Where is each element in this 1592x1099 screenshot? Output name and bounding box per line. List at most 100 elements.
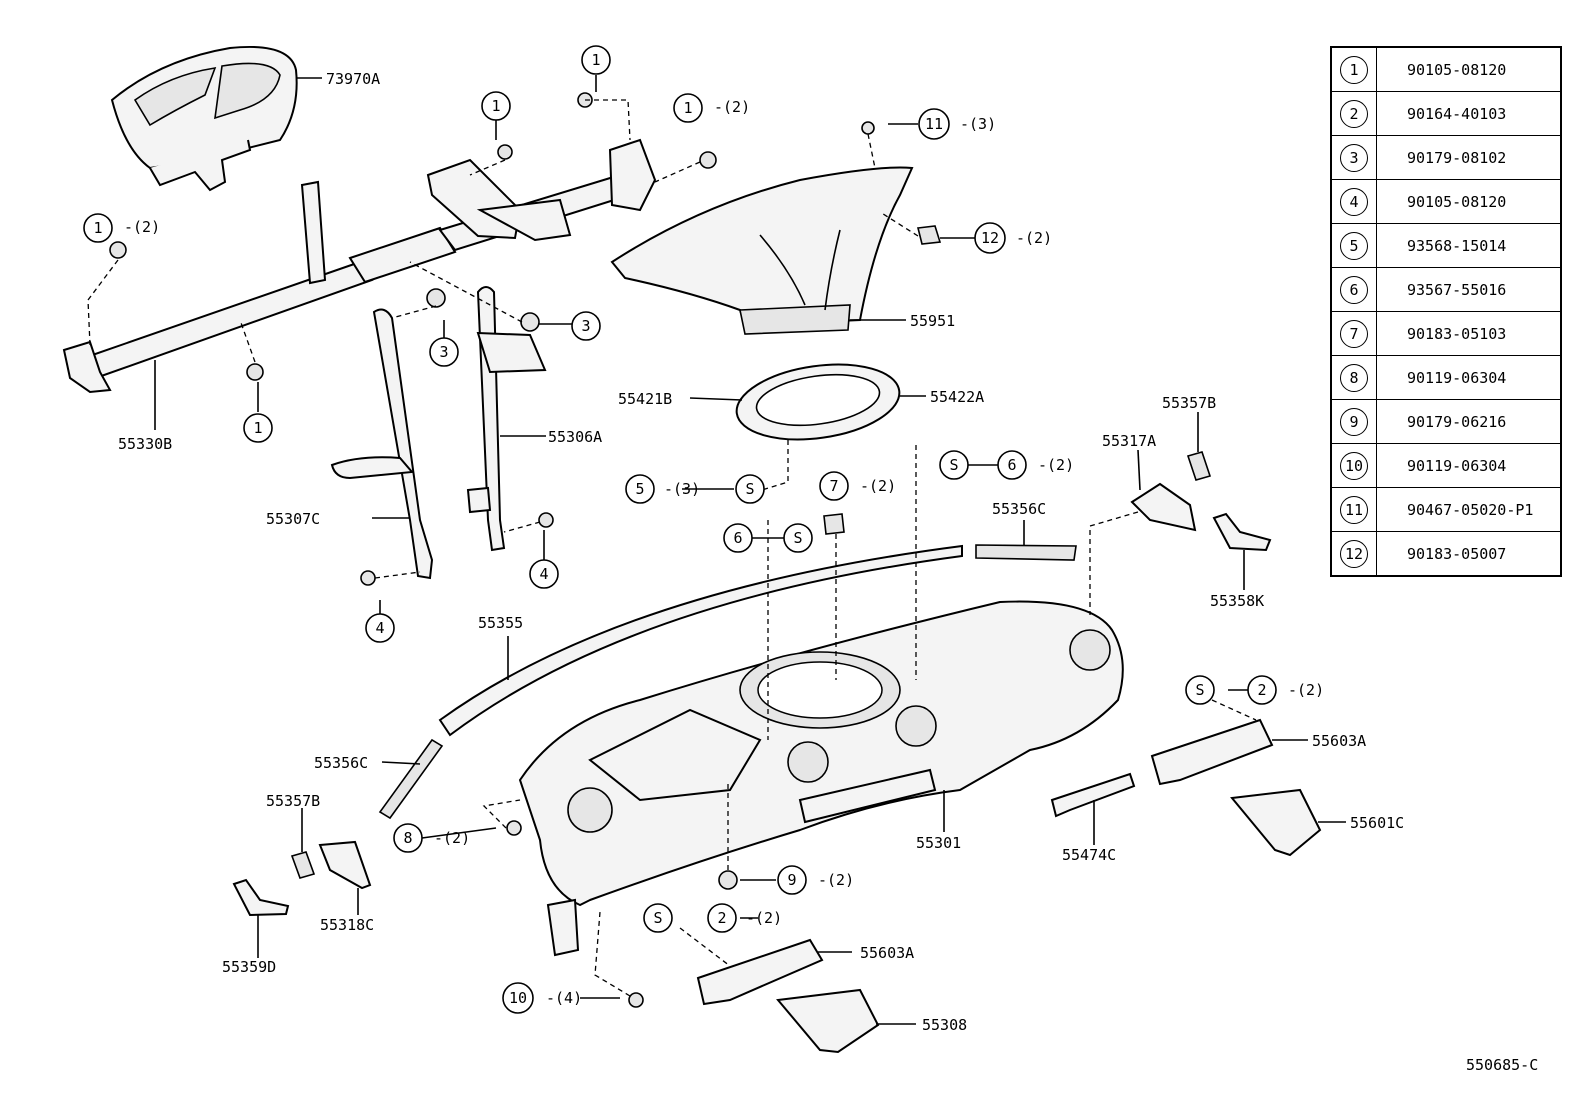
svg-text:2: 2 bbox=[717, 909, 726, 927]
callout-6-a: 6 bbox=[997, 450, 1027, 480]
legend-num-cell: 8 bbox=[1330, 355, 1377, 400]
callout-10: 10 bbox=[502, 982, 534, 1014]
callout-1-b: 1 bbox=[481, 91, 511, 121]
legend-part: 90105-08120 bbox=[1376, 179, 1562, 224]
leader-lines bbox=[154, 75, 1346, 1025]
diagram-id: 550685-C bbox=[1466, 1056, 1539, 1074]
part-55301-panel bbox=[518, 600, 1124, 957]
part-55318C bbox=[318, 840, 372, 890]
svg-text:1: 1 bbox=[591, 51, 600, 69]
legend-num-cell: 2 bbox=[1330, 91, 1377, 136]
legend-num: 12 bbox=[1340, 539, 1368, 568]
part-55422A-ring bbox=[735, 363, 901, 441]
legend-num-cell: 7 bbox=[1330, 311, 1377, 356]
svg-text:8: 8 bbox=[403, 829, 412, 847]
qty-11: -(3) bbox=[960, 115, 996, 133]
label-55308: 55308 bbox=[922, 1016, 967, 1034]
legend-part: 90183-05103 bbox=[1376, 311, 1562, 356]
svg-text:1: 1 bbox=[491, 97, 500, 115]
label-55357B-top: 55357B bbox=[1162, 394, 1216, 412]
legend-num-cell: 6 bbox=[1330, 267, 1377, 312]
svg-text:9: 9 bbox=[787, 871, 796, 889]
legend-num-cell: 12 bbox=[1330, 531, 1377, 577]
label-73970A: 73970A bbox=[326, 70, 380, 88]
legend-part: 90119-06304 bbox=[1376, 355, 1562, 400]
part-55359D bbox=[232, 878, 290, 917]
legend-num-cell: 4 bbox=[1330, 179, 1377, 224]
part-73970A-cover bbox=[110, 45, 298, 192]
label-55356C-top: 55356C bbox=[992, 500, 1046, 518]
callout-4-a: 4 bbox=[365, 613, 395, 643]
label-55603A-bottom: 55603A bbox=[860, 944, 914, 962]
label-55301: 55301 bbox=[916, 834, 961, 852]
svg-text:S: S bbox=[793, 529, 802, 547]
callout-5: 5 bbox=[625, 474, 655, 504]
label-55359D: 55359D bbox=[222, 958, 276, 976]
svg-text:3: 3 bbox=[581, 317, 590, 335]
callout-s-5: S bbox=[643, 903, 673, 933]
label-55422A: 55422A bbox=[930, 388, 984, 406]
svg-text:1: 1 bbox=[253, 419, 262, 437]
legend-row: 1 90105-08120 bbox=[1330, 46, 1562, 92]
svg-text:7: 7 bbox=[829, 477, 838, 495]
part-55951-duct bbox=[610, 166, 914, 335]
svg-text:3: 3 bbox=[439, 343, 448, 361]
qty-6-a: -(2) bbox=[1038, 456, 1074, 474]
svg-text:S: S bbox=[949, 456, 958, 474]
callout-s-4: S bbox=[1185, 675, 1215, 705]
legend-num: 3 bbox=[1340, 143, 1368, 172]
qty-1-e: -(2) bbox=[714, 98, 750, 116]
svg-text:4: 4 bbox=[539, 565, 548, 583]
part-55308 bbox=[776, 988, 880, 1054]
label-55951: 55951 bbox=[910, 312, 955, 330]
part-55601C bbox=[1230, 788, 1322, 857]
legend-row: 9 90179-06216 bbox=[1330, 399, 1562, 444]
label-55358K: 55358K bbox=[1210, 592, 1264, 610]
part-55603A-right bbox=[1150, 718, 1274, 786]
label-55355: 55355 bbox=[478, 614, 523, 632]
legend-num-cell: 10 bbox=[1330, 443, 1377, 488]
qty-12: -(2) bbox=[1016, 229, 1052, 247]
label-55603A-right: 55603A bbox=[1312, 732, 1366, 750]
qty-5: -(3) bbox=[664, 480, 700, 498]
part-55306A-brace bbox=[466, 286, 547, 552]
guide-lines bbox=[87, 99, 1257, 997]
callout-3-a: 3 bbox=[429, 337, 459, 367]
svg-text:2: 2 bbox=[1257, 681, 1266, 699]
part-55330B-beam bbox=[62, 138, 657, 394]
legend-num: 9 bbox=[1340, 407, 1368, 436]
callout-1-a: 1 bbox=[83, 213, 113, 243]
label-55330B: 55330B bbox=[118, 435, 172, 453]
qty-8: -(2) bbox=[434, 829, 470, 847]
callout-1-c: 1 bbox=[581, 45, 611, 75]
legend-part: 90105-08120 bbox=[1376, 46, 1562, 92]
callout-12: 12 bbox=[974, 222, 1006, 254]
svg-text:S: S bbox=[653, 909, 662, 927]
svg-text:12: 12 bbox=[981, 229, 999, 247]
qty-2-a: -(2) bbox=[1288, 681, 1324, 699]
legend-row: 4 90105-08120 bbox=[1330, 179, 1562, 224]
callout-1-e: 1 bbox=[673, 93, 703, 123]
svg-text:6: 6 bbox=[733, 529, 742, 547]
legend-num: 2 bbox=[1340, 99, 1368, 128]
label-55474C: 55474C bbox=[1062, 846, 1116, 864]
svg-text:5: 5 bbox=[635, 480, 644, 498]
qty-2-b: -(2) bbox=[746, 909, 782, 927]
legend-part: 90179-06216 bbox=[1376, 399, 1562, 444]
part-55317A bbox=[1130, 482, 1197, 532]
legend-num: 4 bbox=[1340, 187, 1368, 216]
legend-num: 1 bbox=[1340, 55, 1368, 84]
label-55357B-left: 55357B bbox=[266, 792, 320, 810]
legend-part: 93568-15014 bbox=[1376, 223, 1562, 268]
legend-num: 5 bbox=[1340, 231, 1368, 260]
legend-num: 8 bbox=[1340, 363, 1368, 392]
part-55603A-bottom bbox=[696, 938, 824, 1006]
legend-num: 11 bbox=[1340, 495, 1368, 524]
qty-10: -(4) bbox=[546, 989, 582, 1007]
